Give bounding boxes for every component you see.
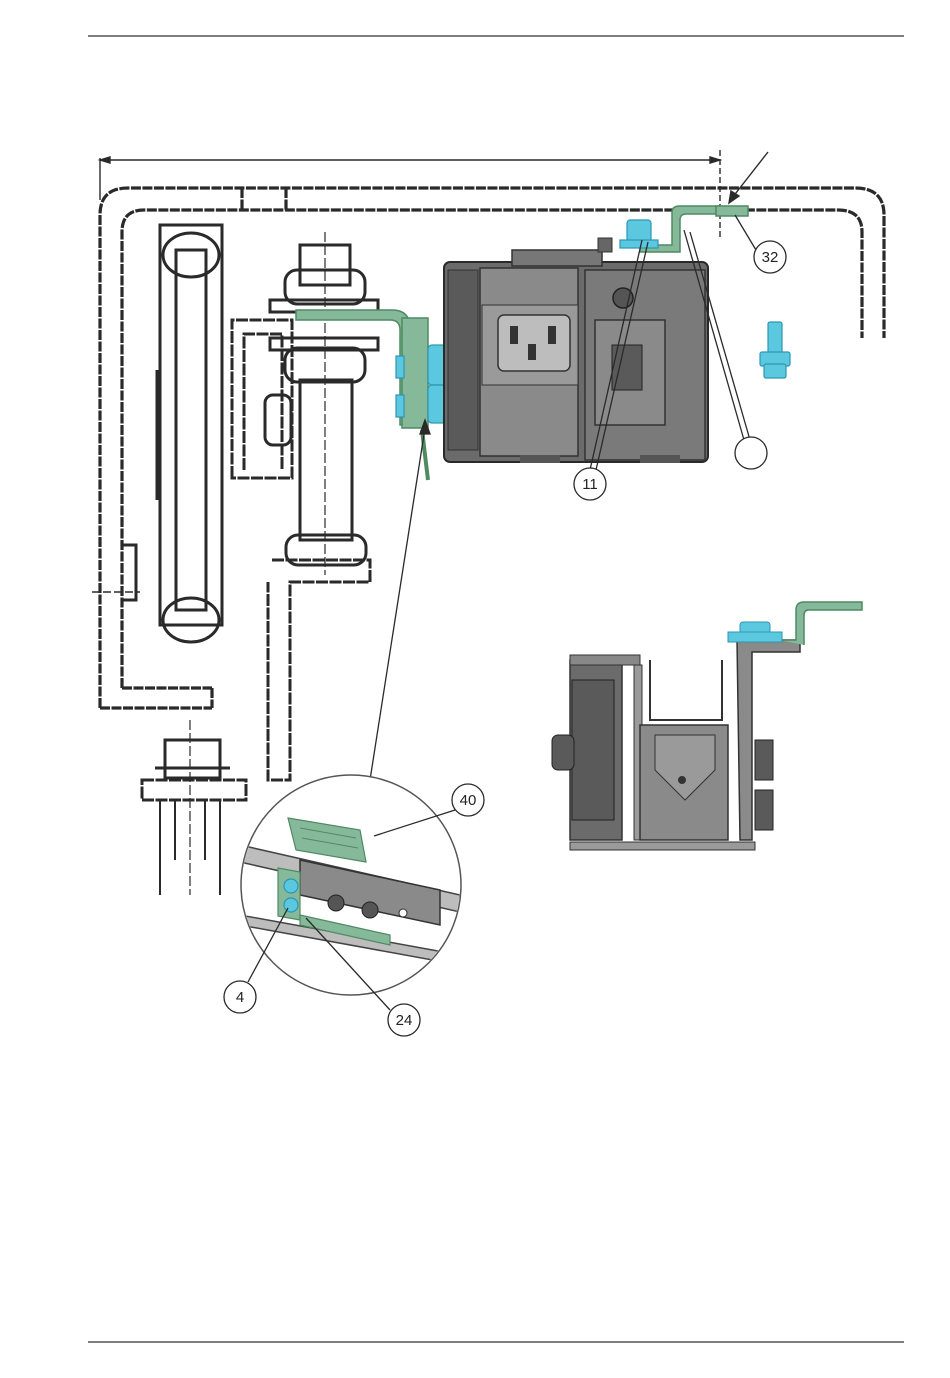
top-green-bracket [620,206,748,252]
callout-40: 40 [452,784,484,816]
green-mounting-plate [296,310,428,480]
callout-40-label: 40 [460,792,477,809]
pulley-wheel [92,225,222,642]
callout-32: 32 [754,241,786,273]
callout-11-label: 11 [582,476,598,493]
callout-11: 11 [574,468,606,500]
zoom-detail [240,775,461,1010]
power-module [444,238,708,463]
loose-screw [760,322,790,378]
detail-view-right [552,602,862,850]
callout-24-label: 24 [396,1012,413,1029]
callout-4: 4 [224,981,256,1013]
callout-4-label: 4 [236,989,244,1006]
callout-32-label: 32 [762,249,779,266]
callout-24: 24 [388,1004,420,1036]
empty-callout-circle [735,437,767,469]
